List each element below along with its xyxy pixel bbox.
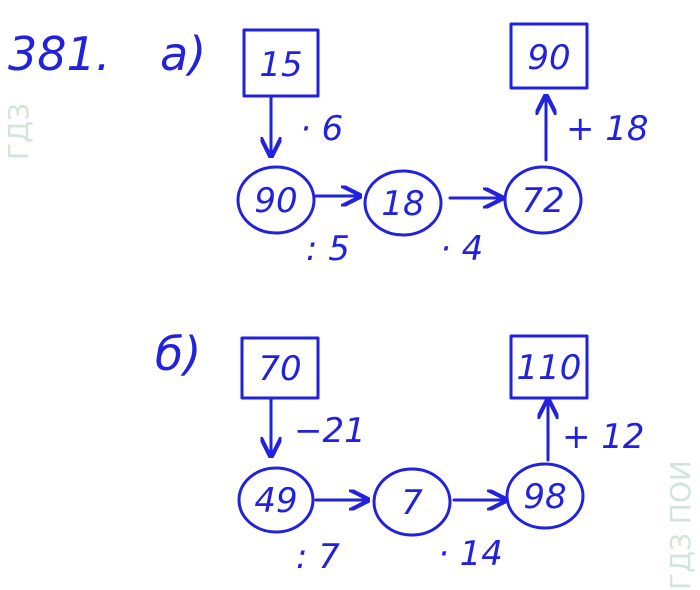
part-b-op-down: −21: [294, 411, 366, 451]
part-b-circle-1: [237, 466, 315, 534]
part-a-end-box: [509, 22, 589, 90]
part-a-start-box: [242, 28, 320, 98]
part-b-diagram: 70 110 −21 49 : 7 7 · 14 98 + 12: [237, 334, 645, 577]
watermark-left: ГДЗ: [2, 103, 35, 160]
part-a-end-value: 90: [527, 38, 570, 78]
part-b-start-value: 70: [258, 349, 301, 389]
part-a-op-up: + 18: [566, 109, 649, 149]
part-b-label: б): [155, 327, 201, 381]
watermark-right: ГДЗ ПОИ: [664, 460, 697, 590]
part-b-circle-3-value: 98: [523, 477, 566, 517]
part-b-end-value: 110: [517, 348, 582, 388]
part-b-op-up: + 12: [562, 417, 645, 457]
part-b-circle-3: [505, 462, 585, 530]
part-a-circle-2-value: 18: [381, 184, 424, 224]
part-a-diagram: 15 90 · 6 90 : 5 18 · 4 72 + 18: [236, 22, 649, 269]
part-b-circle-2-value: 7: [401, 483, 423, 523]
part-b-op-right-2: · 14: [438, 534, 503, 574]
part-b-circle-2: [372, 467, 452, 537]
part-b-op-right-1: : 7: [296, 537, 340, 577]
part-a-op-right-1: : 5: [306, 229, 350, 269]
part-a-label: а): [160, 27, 206, 81]
part-a-op-down: · 6: [300, 109, 343, 149]
part-b-circle-1-value: 49: [254, 481, 297, 521]
part-a-circle-3: [503, 165, 583, 235]
part-a-start-value: 15: [259, 45, 302, 85]
part-a-circle-1: [236, 165, 316, 235]
problem-number: 381.: [8, 27, 110, 81]
part-a-circle-1-value: 90: [254, 181, 297, 221]
part-a-circle-2: [363, 169, 443, 237]
part-a-op-right-2: · 4: [440, 229, 483, 269]
part-b-start-box: [240, 336, 320, 400]
part-a-circle-3-value: 72: [521, 181, 564, 221]
